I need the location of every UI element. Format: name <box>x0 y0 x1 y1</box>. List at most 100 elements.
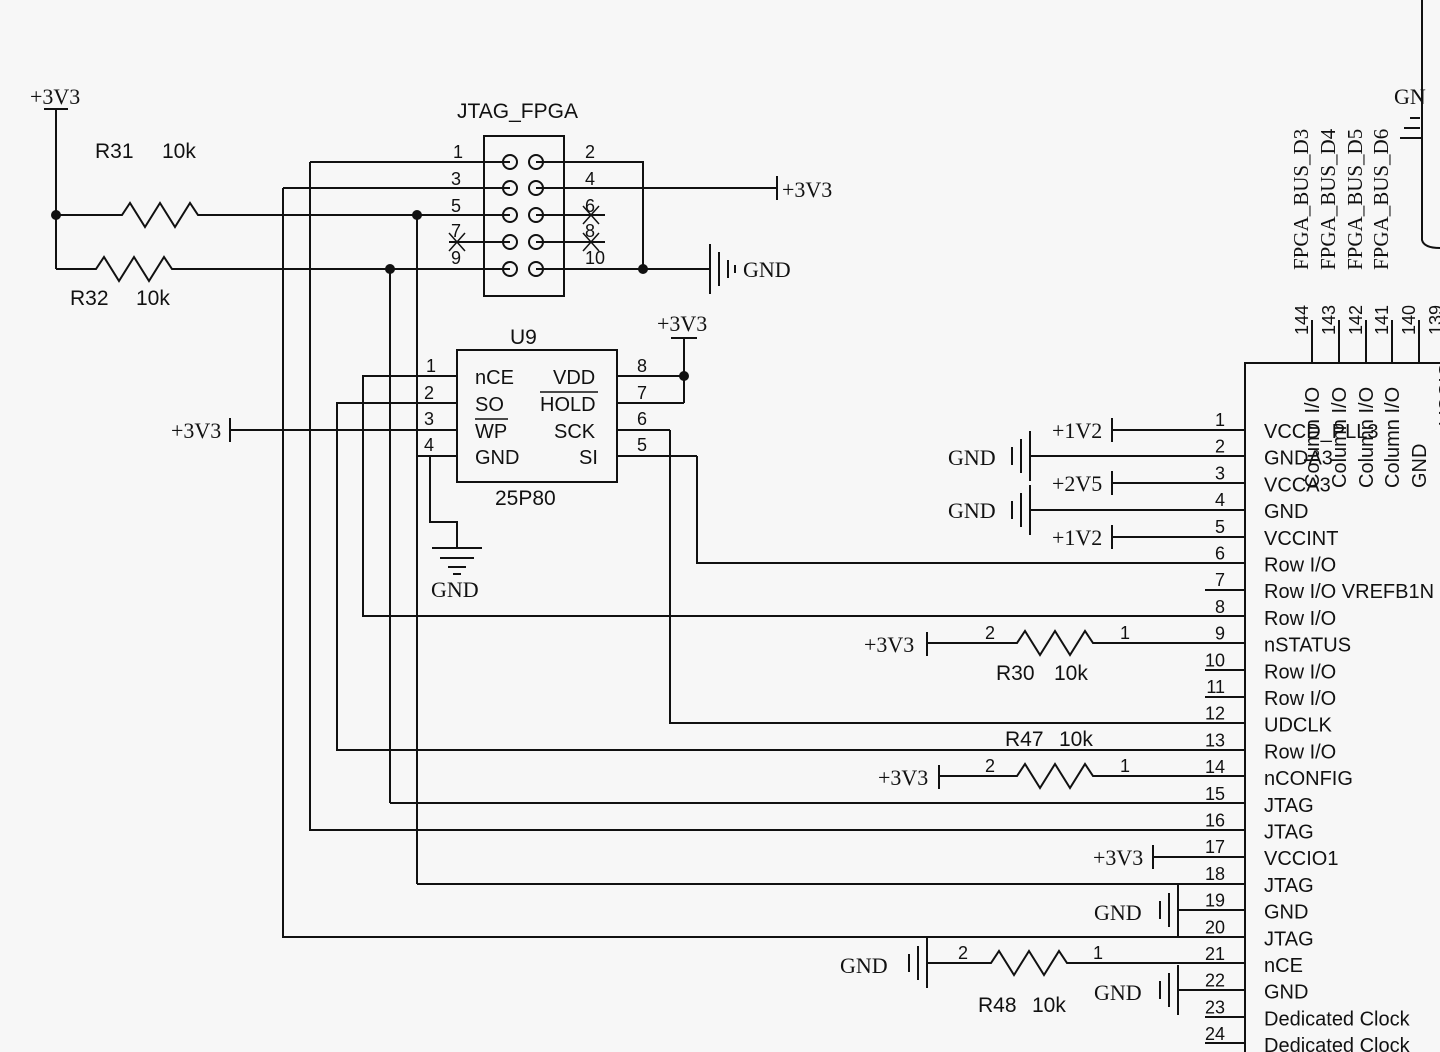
fpga-pin-num-19: 19 <box>1205 891 1225 911</box>
r47-pin-a: 2 <box>985 756 995 776</box>
power-label-1v2-b: +1V2 <box>1052 525 1102 550</box>
r30-pin-a: 2 <box>985 623 995 643</box>
u9-pin-2: 2 <box>424 383 434 403</box>
jtag-pin-2: 2 <box>585 142 595 162</box>
fpga-pin-num-24: 24 <box>1205 1024 1225 1044</box>
resistor-r30 <box>927 629 1245 657</box>
power-label-3v3-u9: +3V3 <box>657 311 707 336</box>
fpga-pin-num-23: 23 <box>1205 997 1225 1017</box>
fpga-pin-num-18: 18 <box>1205 864 1225 884</box>
fpga-pin-num-7: 7 <box>1215 570 1225 590</box>
jtag-pin-8: 8 <box>585 221 595 241</box>
u9-pin-wp: WP <box>475 421 507 443</box>
net-label-fpga_bus_d6: FPGA_BUS_D6 <box>1369 129 1393 270</box>
power-label-3v3-vccio1: +3V3 <box>1093 845 1143 870</box>
fpga-top-pin-num-143: 143 <box>1319 305 1339 335</box>
jtag-pin-3: 3 <box>451 169 461 189</box>
r32-value: 10k <box>136 287 170 310</box>
gnd-label-r48: GND <box>840 953 888 978</box>
fpga-pin-num-10: 10 <box>1205 650 1225 670</box>
no-connect-pin8 <box>582 232 600 252</box>
fpga-top-pin-name-140: GND <box>1409 444 1431 488</box>
fpga-pin-name-16: JTAG <box>1264 822 1314 844</box>
u9-pin-sck: SCK <box>554 421 596 443</box>
r31-value: 10k <box>162 140 196 163</box>
r48-pin-a: 2 <box>958 943 968 963</box>
u9-pin-so: SO <box>475 394 504 416</box>
fpga-top-pin-num-144: 144 <box>1292 305 1312 335</box>
fpga-pin-name-7: Row I/O VREFB1N <box>1264 581 1434 603</box>
power-label-3v3-jtag: +3V3 <box>782 177 832 202</box>
gnd-label-u9: GND <box>431 577 479 602</box>
fpga-pin-name-11: Row I/O <box>1264 688 1336 710</box>
fpga-pin-num-11: 11 <box>1206 677 1225 697</box>
fpga-pin-name-18: JTAG <box>1264 875 1314 897</box>
fpga-pin-num-3: 3 <box>1215 463 1225 483</box>
u9-pin-si: SI <box>579 447 598 469</box>
jtag-pin-5: 5 <box>451 196 461 216</box>
u9-pin-6: 6 <box>637 409 647 429</box>
fpga-top-pin-name-143: Column I/O <box>1329 387 1351 488</box>
net-label-fpga_bus_d4: FPGA_BUS_D4 <box>1316 128 1340 270</box>
flash-u9: U9 25P80 1 2 3 4 nCE SO WP GND 8 7 6 5 V… <box>171 311 707 602</box>
u9-pin-3: 3 <box>424 409 434 429</box>
power-label-3v3-r47: +3V3 <box>878 765 928 790</box>
gnd-label-pin22: GND <box>1094 980 1142 1005</box>
jtag-header-title: JTAG_FPGA <box>457 100 578 123</box>
fpga-pin-name-6: Row I/O <box>1264 555 1336 577</box>
fpga-pin-num-12: 12 <box>1205 704 1225 724</box>
fpga-top-pin-name-139: VCCIO <box>1436 362 1440 425</box>
u9-pin-hold: HOLD <box>540 394 596 416</box>
fpga-power-side: +1V2 GND +2V5 GND +1V2 +3V3 2 1 R30 10k <box>840 418 1245 1044</box>
fpga-pin-name-15: JTAG <box>1264 795 1314 817</box>
fpga-pin-name-14: nCONFIG <box>1264 768 1353 790</box>
fpga-pin-name-4: GND <box>1264 501 1308 523</box>
u9-pin-5: 5 <box>637 435 647 455</box>
resistor-r48 <box>927 949 1245 977</box>
fpga-pin-name-23: Dedicated Clock <box>1264 1008 1411 1030</box>
u9-pin-8: 8 <box>637 356 647 376</box>
fpga-pin-name-10: Row I/O <box>1264 661 1336 683</box>
nets <box>282 162 1245 938</box>
gnd-label-jtag: GND <box>743 257 791 282</box>
jtag-pin-6: 6 <box>585 196 595 216</box>
r48-ref: R48 <box>978 994 1017 1017</box>
jtag-pin-7: 7 <box>451 221 461 241</box>
r48-pin-b: 1 <box>1093 943 1103 963</box>
fpga-pin-num-17: 17 <box>1205 837 1225 857</box>
jtag-pin-4: 4 <box>585 169 595 189</box>
fpga-pin-name-3: VCCA3 <box>1264 474 1331 496</box>
gnd-label-corner: GN <box>1394 84 1426 109</box>
net-label-fpga_bus_d5: FPGA_BUS_D5 <box>1343 129 1367 270</box>
fpga-pin-name-1: VCCD_PLL3 <box>1264 421 1379 443</box>
fpga-pin-name-22: GND <box>1264 982 1308 1004</box>
fpga-pin-name-21: nCE <box>1264 955 1303 977</box>
power-label-3v3-top-left: +3V3 <box>30 84 80 109</box>
r48-value: 10k <box>1032 994 1066 1017</box>
fpga-pin-num-2: 2 <box>1215 437 1225 457</box>
no-connect-pin7 <box>448 232 466 252</box>
power-label-2v5: +2V5 <box>1052 471 1102 496</box>
gnd-label-pin4: GND <box>948 498 996 523</box>
r32-ref: R32 <box>70 287 109 310</box>
fpga-top-pin-name-144: Column I/O <box>1302 387 1324 488</box>
r30-value: 10k <box>1054 662 1088 685</box>
fpga-pin-num-14: 14 <box>1205 757 1225 777</box>
r30-ref: R30 <box>996 662 1035 685</box>
fpga-pin-num-20: 20 <box>1205 917 1225 937</box>
fpga-pin-num-5: 5 <box>1215 517 1225 537</box>
fpga-pin-num-6: 6 <box>1215 544 1225 564</box>
fpga-pin-name-20: JTAG <box>1264 928 1314 950</box>
fpga-top-pin-name-142: Column I/O <box>1356 387 1378 488</box>
net-label-fpga_bus_d3: FPGA_BUS_D3 <box>1289 129 1313 270</box>
resistor-r31 <box>56 201 418 229</box>
no-connect-pin6 <box>582 205 600 225</box>
fpga-pin-name-19: GND <box>1264 902 1308 924</box>
u9-pin-4: 4 <box>424 435 434 455</box>
fpga-pin-num-16: 16 <box>1205 811 1225 831</box>
fpga-pin-name-12: UDCLK <box>1264 715 1332 737</box>
fpga-top-pin-num-139: 139 <box>1426 305 1440 335</box>
fpga-top-pin-name-141: Column I/O <box>1382 387 1404 488</box>
